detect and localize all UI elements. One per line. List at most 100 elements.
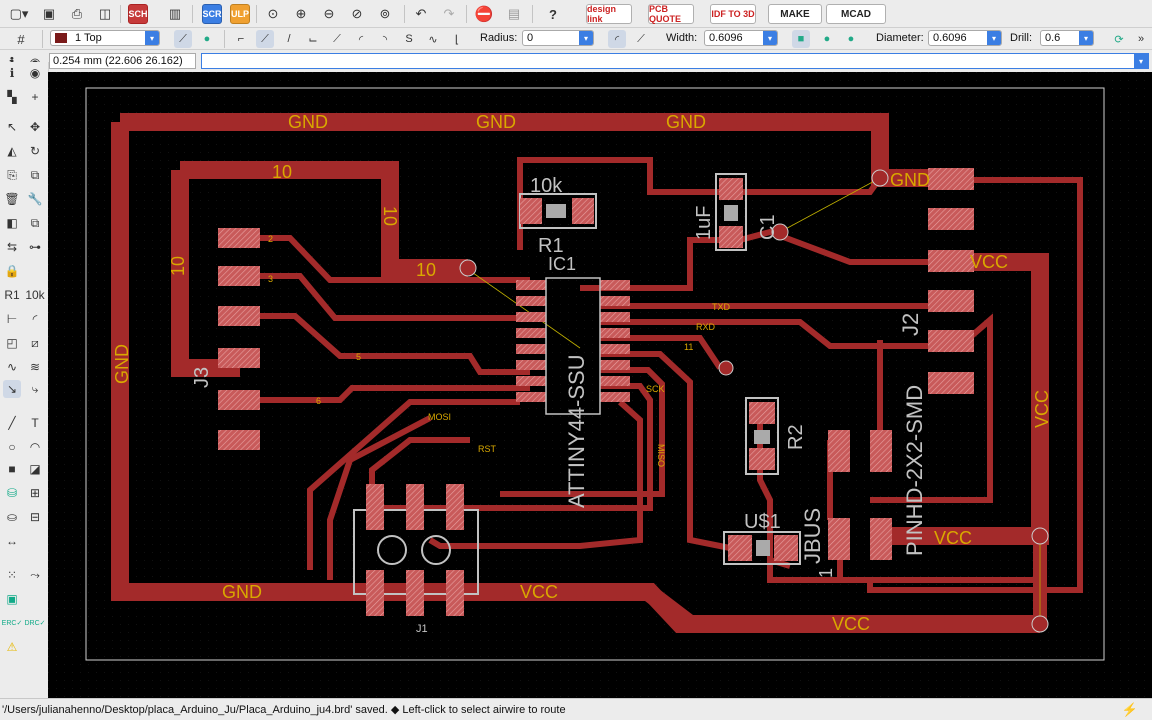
- miter-straight-icon[interactable]: ⟋: [637, 32, 645, 45]
- split-icon[interactable]: ⊢: [6, 312, 18, 326]
- bend-free-icon[interactable]: ∿: [428, 33, 438, 46]
- save-icon[interactable]: ▣: [42, 6, 56, 21]
- layer-select[interactable]: 1 Top ▾: [50, 30, 160, 46]
- polygon-icon[interactable]: ◪: [29, 462, 41, 476]
- rect-icon[interactable]: ■: [8, 462, 16, 476]
- j3-name: J3: [191, 367, 213, 388]
- bend-arc-icon[interactable]: ◜: [358, 33, 364, 46]
- arc-icon[interactable]: ◠: [29, 440, 41, 454]
- overflow-icon[interactable]: »: [1137, 33, 1145, 45]
- idf-to-3d-button[interactable]: IDF TO 3D: [710, 4, 756, 24]
- lock-icon[interactable]: 🔒: [4, 264, 20, 278]
- undo-icon[interactable]: ↶: [415, 6, 427, 21]
- move-all-icon[interactable]: ✥: [29, 120, 41, 134]
- dimension-icon[interactable]: ↔: [6, 534, 18, 548]
- erc-icon[interactable]: ERC✓: [1, 620, 23, 627]
- diff-pair-icon[interactable]: ≋: [29, 360, 41, 374]
- grid-icon[interactable]: #: [17, 31, 25, 47]
- sch-button[interactable]: SCH: [128, 4, 148, 24]
- via-tool-icon[interactable]: ⛁: [6, 486, 18, 500]
- bend-45b-icon[interactable]: ⟋: [333, 32, 341, 45]
- slice-icon[interactable]: ⧄: [31, 335, 39, 350]
- move-icon[interactable]: ↖: [6, 120, 18, 134]
- radius-select[interactable]: 0 ▾: [522, 30, 594, 46]
- mark-icon[interactable]: +: [31, 90, 39, 104]
- chevron-down-icon[interactable]: ▾: [1134, 54, 1148, 68]
- gnd-label: GND: [288, 112, 328, 132]
- open-icon[interactable]: ▢▾: [9, 6, 29, 21]
- autorouter-icon[interactable]: ⤳: [30, 567, 40, 582]
- command-input[interactable]: ▾: [201, 53, 1149, 69]
- optimize-icon[interactable]: ◰: [6, 336, 18, 350]
- refresh-icon[interactable]: ⟳: [1114, 33, 1124, 46]
- attribute-icon[interactable]: ⊟: [29, 510, 41, 524]
- group-icon[interactable]: ⎘: [7, 167, 17, 182]
- via-mode-icon[interactable]: ●: [203, 33, 211, 45]
- make-button[interactable]: MAKE: [768, 4, 822, 24]
- board-canvas[interactable]: GND GND GND GND GND GND VCC VCC VCC VCC …: [48, 72, 1152, 698]
- via-octagon-icon[interactable]: ●: [847, 33, 855, 45]
- copy-icon[interactable]: ⧉: [30, 167, 40, 182]
- info-tool-icon[interactable]: ℹ: [9, 66, 15, 80]
- wrench-icon[interactable]: 🔧: [27, 192, 43, 206]
- design-link-button[interactable]: design link: [586, 4, 632, 24]
- lightning-icon[interactable]: ⚡: [1121, 702, 1138, 717]
- cam-icon[interactable]: ◫: [98, 6, 112, 21]
- display-icon[interactable]: ▚: [7, 90, 17, 104]
- zoom-select-icon[interactable]: ⊚: [379, 6, 391, 21]
- ic1-outline: [545, 277, 601, 415]
- zoom-out-icon[interactable]: ⊖: [323, 6, 335, 21]
- ratsnest-icon[interactable]: ⁙: [6, 568, 18, 582]
- miter-round-icon[interactable]: ◜: [608, 29, 626, 49]
- go-icon[interactable]: ▤: [507, 6, 521, 21]
- bend-arc2-icon[interactable]: ◝: [382, 33, 388, 46]
- width-select[interactable]: 0.6096 ▾: [704, 30, 778, 46]
- miter-icon[interactable]: ◜: [32, 312, 38, 326]
- bend-l-icon[interactable]: ⌊: [454, 33, 460, 46]
- route-mode-icon[interactable]: ⟋: [174, 29, 192, 49]
- help-icon[interactable]: ?: [549, 6, 557, 22]
- bend-90b-icon[interactable]: ⌙: [308, 33, 318, 46]
- stop-icon[interactable]: ⛔: [474, 6, 494, 23]
- ulp-button[interactable]: ULP: [230, 4, 250, 24]
- show-tool-icon[interactable]: ◉: [29, 66, 41, 80]
- bend-90-icon[interactable]: ⌐: [237, 33, 245, 45]
- replace-icon[interactable]: ⧉: [30, 215, 40, 230]
- diameter-select[interactable]: 0.6096 ▾: [928, 30, 1002, 46]
- pcb-quote-button[interactable]: PCB QUOTE: [648, 4, 694, 24]
- zoom-redraw-icon[interactable]: ⊘: [351, 6, 363, 21]
- redo-icon[interactable]: ↷: [443, 6, 455, 21]
- print-icon[interactable]: ⎙: [71, 6, 83, 21]
- drill-select[interactable]: 0.6 ▾: [1040, 30, 1094, 46]
- name-icon[interactable]: R1: [4, 288, 20, 302]
- signal-icon[interactable]: ⊞: [29, 486, 41, 500]
- line-icon[interactable]: ╱: [8, 416, 16, 430]
- add-icon[interactable]: ◧: [6, 216, 18, 230]
- delete-icon[interactable]: 🗑: [4, 192, 20, 206]
- miso-label: MISO: [656, 444, 666, 467]
- hole-icon[interactable]: ⛀: [6, 510, 18, 524]
- library-icon[interactable]: ▥: [168, 6, 182, 21]
- meander-icon[interactable]: ∿: [6, 360, 18, 374]
- text-icon[interactable]: T: [31, 416, 39, 430]
- bend-straight-icon[interactable]: /: [287, 33, 291, 45]
- zoom-in-icon[interactable]: ⊕: [295, 6, 307, 21]
- warning-icon[interactable]: ⚠: [6, 640, 18, 654]
- bend-s-icon[interactable]: S: [405, 33, 413, 45]
- via-round-icon[interactable]: ●: [823, 33, 831, 45]
- layout-icon[interactable]: ▣: [6, 592, 18, 606]
- circle-icon[interactable]: ○: [8, 440, 16, 454]
- drc-icon[interactable]: DRC✓: [24, 620, 46, 627]
- mirror-icon[interactable]: ◭: [7, 144, 17, 158]
- mcad-button[interactable]: MCAD: [826, 4, 886, 24]
- lock-open-icon[interactable]: ⊶: [29, 240, 41, 254]
- rotate-icon[interactable]: ↻: [29, 144, 41, 158]
- zoom-fit-icon[interactable]: ⊙: [267, 6, 279, 21]
- ripup-icon[interactable]: ⤷: [31, 381, 39, 396]
- value-icon[interactable]: 10k: [25, 288, 45, 302]
- swap-icon[interactable]: ⇆: [6, 240, 18, 254]
- bend-45-icon[interactable]: ⟋: [256, 29, 274, 49]
- scr-button[interactable]: SCR: [202, 4, 222, 24]
- route-icon[interactable]: ↘: [3, 380, 21, 398]
- via-square-icon[interactable]: ■: [792, 29, 810, 49]
